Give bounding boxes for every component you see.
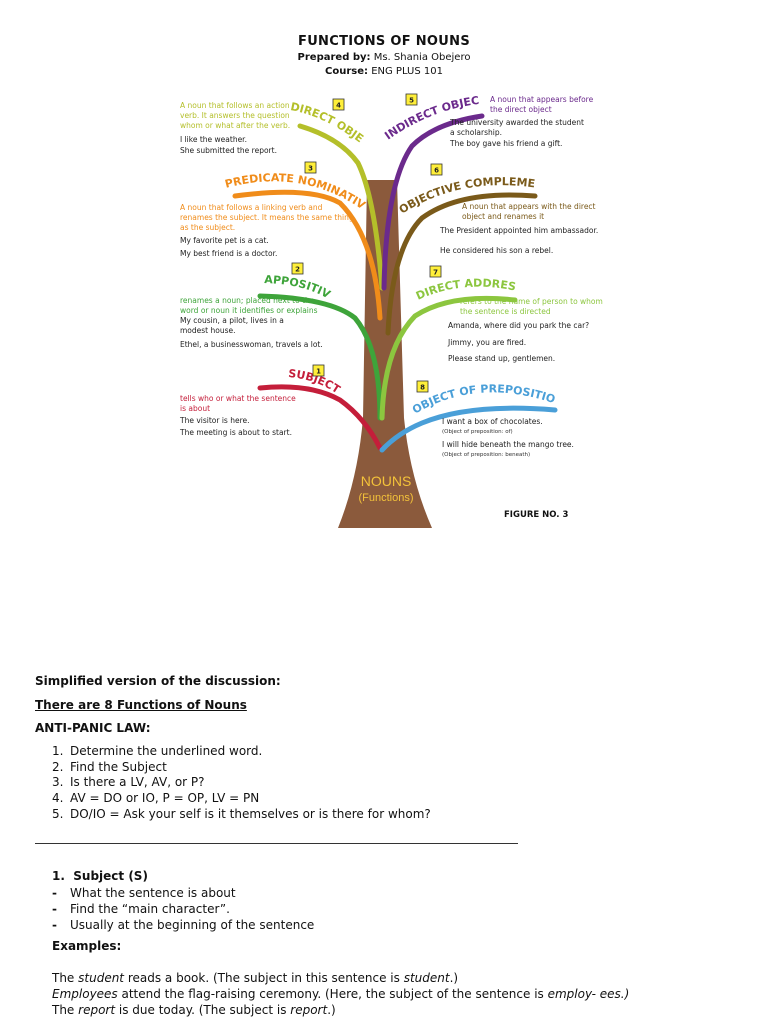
ex-direct-address-2: Jimmy, you are fired.	[447, 338, 526, 347]
branch-objective-complement	[385, 192, 538, 336]
branch-indirect-object	[381, 113, 485, 291]
badge-4: 4	[332, 98, 345, 111]
svg-text:renames the subject. It means: renames the subject. It means the same t…	[180, 213, 354, 222]
svg-text:renames a noun; placed next to: renames a noun; placed next to the	[180, 296, 315, 305]
svg-text:the direct object: the direct object	[490, 105, 552, 114]
branch-direct-object	[297, 123, 385, 291]
ex-indirect-object-1: The university awarded the student	[449, 118, 584, 127]
figure-caption: FIGURE NO. 3	[504, 510, 569, 520]
ex-predicate-nominative-1: My favorite pet is a cat.	[180, 236, 269, 245]
list-item: 5.DO/IO = Ask your self is it themselves…	[52, 806, 431, 821]
ex-appositive-3: Ethel, a businesswoman, travels a lot.	[180, 340, 323, 349]
svg-text:object and renames it: object and renames it	[462, 212, 544, 221]
badge-3: 3	[304, 161, 317, 174]
svg-text:verb. It answers the question: verb. It answers the question	[180, 111, 290, 120]
def-objective-complement: A noun that appears with the direct obje…	[462, 202, 596, 221]
list-item: 2.Find the Subject	[52, 759, 167, 774]
eight-functions-heading: There are 8 Functions of Nouns	[35, 698, 247, 712]
svg-text:is about: is about	[180, 404, 210, 413]
svg-text:A noun that appears before: A noun that appears before	[490, 95, 594, 104]
ex-direct-object-2: She submitted the report.	[180, 146, 277, 155]
ex-object-of-preposition-note-1: (Object of preposition: of)	[442, 429, 513, 435]
svg-text:tells who or what the sentence: tells who or what the sentence	[180, 394, 296, 403]
anti-panic-steps: 1.Determine the underlined word. 2.Find …	[52, 744, 431, 822]
svg-text:2: 2	[295, 266, 300, 274]
branch-predicate-nominative	[232, 189, 383, 321]
def-appositive: renames a noun; placed next to the word …	[180, 296, 318, 315]
branch-direct-address	[379, 295, 518, 421]
svg-text:as the subject.: as the subject.	[180, 223, 235, 232]
ex-subject-1: The visitor is here.	[179, 416, 250, 425]
branch-appositive	[257, 293, 383, 421]
svg-text:3: 3	[308, 165, 313, 173]
list-item: -Find the “main character”.	[52, 902, 230, 916]
prepared-by-value: Ms. Shania Obejero	[370, 52, 471, 63]
svg-text:6: 6	[434, 167, 439, 175]
svg-text:7: 7	[433, 269, 438, 277]
ex-objective-complement-2: He considered his son a rebel.	[440, 246, 553, 255]
list-item: 3.Is there a LV, AV, or P?	[52, 775, 205, 790]
svg-text:A noun that follows an action: A noun that follows an action	[180, 101, 290, 110]
svg-text:A noun that follows a linking: A noun that follows a linking verb and	[180, 203, 323, 212]
list-item: -Usually at the beginning of the sentenc…	[52, 918, 315, 932]
example-line-2: Employees attend the flag-raising ceremo…	[52, 987, 630, 1001]
ex-direct-object-1: I like the weather.	[180, 135, 247, 144]
svg-text:A noun that appears with the d: A noun that appears with the direct	[462, 202, 596, 211]
badge-6: 6	[430, 163, 443, 176]
prepared-by-line: Prepared by: Ms. Shania Obejero	[0, 52, 768, 63]
trunk-label-nouns: NOUNS	[361, 473, 412, 489]
svg-text:word or noun it identifies or: word or noun it identifies or explains	[180, 306, 318, 315]
badge-7: 7	[429, 265, 442, 278]
ex-objective-complement-1: The President appointed him ambassador.	[439, 226, 598, 235]
ex-object-of-preposition-note-2: (Object of preposition: beneath)	[442, 452, 530, 458]
def-direct-object: A noun that follows an action verb. It a…	[180, 101, 290, 130]
ex-direct-address-3: Please stand up, gentlemen.	[448, 354, 555, 363]
badge-5: 5	[405, 93, 418, 106]
simplified-heading: Simplified version of the discussion:	[35, 674, 281, 688]
svg-text:8: 8	[420, 384, 425, 392]
tree-trunk	[338, 180, 432, 528]
section-divider	[35, 843, 518, 844]
example-line-3: The report is due today. (The subject is…	[52, 1003, 336, 1017]
svg-text:the sentence is directed: the sentence is directed	[460, 307, 551, 316]
list-item: 1.Determine the underlined word.	[52, 744, 263, 758]
section-subject-title: 1. Subject (S)	[52, 869, 148, 883]
ex-appositive-1: My cousin, a pilot, lives in a	[180, 316, 284, 325]
anti-panic-heading: ANTI-PANIC LAW:	[35, 721, 151, 735]
svg-text:whom or what after the verb.: whom or what after the verb.	[180, 121, 290, 130]
branch-object-of-preposition	[379, 405, 558, 453]
trunk-label-functions: (Functions)	[358, 492, 413, 504]
branch-subject	[257, 384, 383, 451]
svg-text:4: 4	[336, 102, 341, 110]
def-direct-address: refers to the name of person to whom the…	[460, 297, 603, 316]
ex-direct-address-1: Amanda, where did you park the car?	[448, 321, 589, 330]
badge-8: 8	[416, 380, 429, 393]
def-indirect-object: A noun that appears before the direct ob…	[490, 95, 594, 114]
ex-indirect-object-3: The boy gave his friend a gift.	[449, 139, 562, 148]
ex-object-of-preposition-2: I will hide beneath the mango tree.	[442, 440, 574, 449]
def-predicate-nominative: A noun that follows a linking verb and r…	[180, 203, 354, 232]
list-item: 4.AV = DO or IO, P = OP, LV = PN	[52, 791, 260, 806]
ex-appositive-2: modest house.	[180, 326, 236, 335]
example-line-1: The student reads a book. (The subject i…	[52, 971, 459, 985]
ex-predicate-nominative-2: My best friend is a doctor.	[180, 249, 277, 258]
course-label: Course:	[325, 66, 369, 77]
course-value: ENG PLUS 101	[368, 66, 443, 77]
examples-label: Examples:	[52, 939, 122, 953]
ex-subject-2: The meeting is about to start.	[179, 428, 292, 437]
prepared-by-label: Prepared by:	[297, 52, 371, 63]
course-line: Course: ENG PLUS 101	[0, 66, 768, 77]
ex-object-of-preposition-1: I want a box of chocolates.	[442, 417, 543, 426]
badge-1: 1	[312, 364, 325, 377]
list-item: -What the sentence is about	[52, 886, 236, 900]
svg-text:1: 1	[316, 368, 321, 376]
document-title: FUNCTIONS OF NOUNS	[298, 34, 470, 49]
def-subject: tells who or what the sentence is about	[180, 394, 296, 413]
badge-2: 2	[291, 262, 304, 275]
svg-text:refers to the name of person t: refers to the name of person to whom	[460, 297, 603, 306]
ex-indirect-object-2: a scholarship.	[450, 128, 502, 137]
subject-bullets: -What the sentence is about -Find the “m…	[52, 885, 314, 933]
functions-tree-figure: NOUNS (Functions) DIRECT OBJECT INDIRECT…	[160, 88, 603, 528]
svg-text:5: 5	[409, 97, 414, 105]
